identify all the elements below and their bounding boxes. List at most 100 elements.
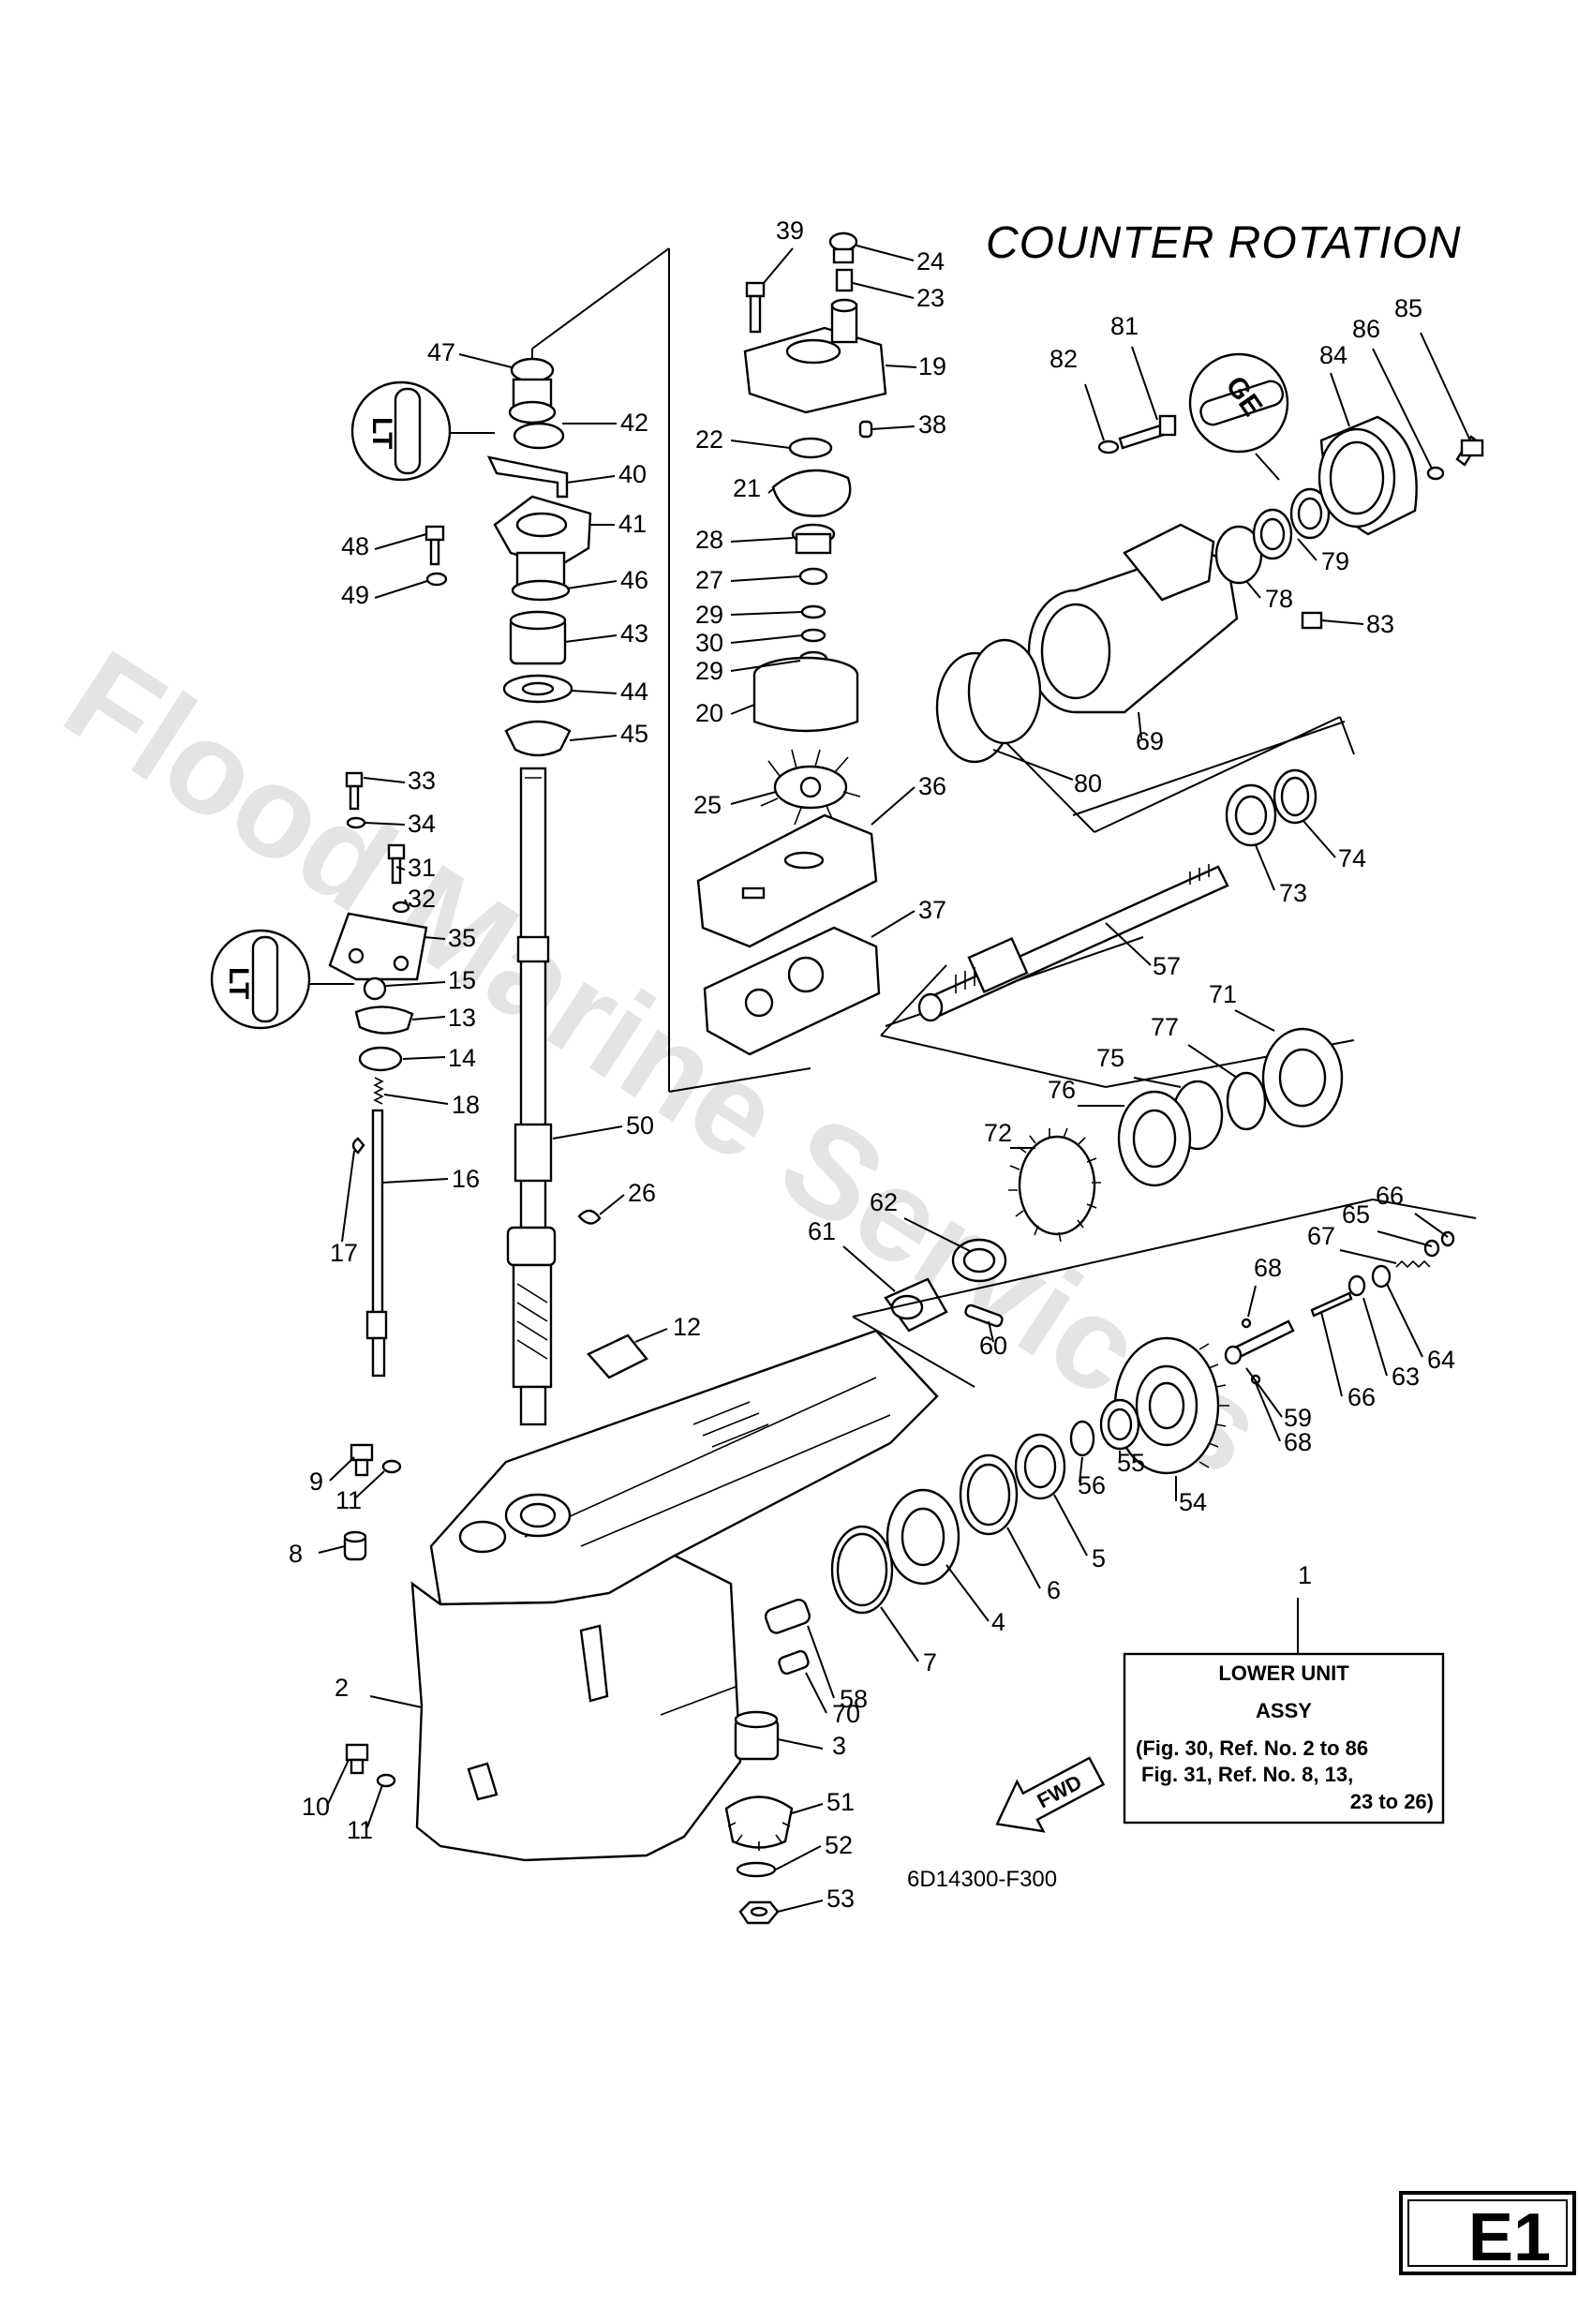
callout-label-50: 50 [626, 1111, 654, 1140]
callout-label-86: 86 [1352, 315, 1380, 343]
callout-leader-77 [1187, 1044, 1238, 1079]
callout-leader-29 [730, 611, 803, 616]
callout-label-5: 5 [1092, 1544, 1106, 1572]
callout-leader-46 [566, 580, 618, 589]
callout-label-49: 49 [341, 581, 369, 609]
callout-leader-26 [599, 1194, 625, 1215]
callout-label-61: 61 [808, 1217, 836, 1245]
callout-leader-80 [992, 749, 1074, 781]
callout-label-22: 22 [695, 425, 723, 454]
forward-gear-assembly [852, 1199, 1477, 1475]
callout-leader-11b [366, 1784, 383, 1828]
water-pump-assembly [696, 231, 887, 1056]
callout-leader-7 [880, 1606, 919, 1662]
callout-leader-27 [730, 575, 801, 582]
callout-label-60: 60 [979, 1332, 1007, 1360]
svg-text:LOWER UNIT: LOWER UNIT [1218, 1661, 1349, 1685]
callout-label-16: 16 [452, 1165, 480, 1193]
callout-label-64: 64 [1427, 1346, 1455, 1374]
callout-leader-31 [395, 866, 406, 871]
callout-leader-63 [1362, 1297, 1388, 1377]
callout-leader-83 [1320, 619, 1364, 625]
callout-label-72: 72 [984, 1119, 1012, 1147]
callout-leader-40 [566, 475, 616, 484]
propeller-shaft-housing [880, 414, 1484, 1088]
callout-leader-86 [1372, 348, 1433, 469]
callout-label-28: 28 [695, 526, 723, 554]
callout-leader-78 [1245, 580, 1261, 599]
callout-label-17: 17 [330, 1239, 358, 1267]
callout-leader-47 [458, 353, 513, 368]
callout-label-29: 29 [695, 601, 723, 629]
callout-label-19: 19 [918, 352, 946, 380]
callout-leader-66 [1414, 1213, 1449, 1238]
callout-leader-33 [363, 777, 406, 783]
callout-label-18: 18 [452, 1091, 480, 1119]
callout-label-79: 79 [1321, 547, 1349, 575]
callout-label-66b: 66 [1347, 1383, 1376, 1411]
callout-label-30: 30 [695, 629, 723, 657]
callout-leader-85 [1420, 332, 1470, 439]
callout-leader-35 [423, 936, 446, 940]
callout-leader-58 [807, 1625, 835, 1699]
callout-leader-12 [634, 1328, 668, 1343]
callout-label-31: 31 [408, 854, 436, 882]
callout-label-12: 12 [673, 1313, 701, 1341]
shift-rod-assembly [328, 771, 428, 1378]
callout-leader-23 [852, 282, 915, 299]
diagram-title: COUNTER ROTATION [986, 218, 1462, 268]
callout-label-3: 3 [832, 1732, 846, 1760]
callout-label-14: 14 [448, 1044, 476, 1072]
callout-label-11: 11 [335, 1486, 362, 1514]
callout-label-21: 21 [733, 474, 761, 502]
diagram-code: 6D14300-F300 [907, 1867, 1057, 1892]
callout-leader-79 [1297, 538, 1317, 561]
propeller-shaft [884, 721, 1346, 1333]
callout-label-62: 62 [870, 1188, 898, 1216]
callout-label-54: 54 [1179, 1488, 1207, 1516]
callout-leader-29b [730, 660, 801, 672]
callout-leader-34 [365, 822, 406, 826]
callout-label-8: 8 [289, 1540, 303, 1568]
callout-leader-32 [404, 899, 409, 908]
callout-label-33: 33 [408, 767, 436, 795]
callout-label-15: 15 [448, 966, 476, 994]
callout-label-10: 10 [302, 1793, 330, 1821]
callout-label-82: 82 [1050, 345, 1078, 373]
callout-leader-17 [341, 1150, 355, 1243]
callout-label-74: 74 [1338, 844, 1366, 872]
callout-leader-60 [988, 1320, 994, 1343]
callout-leader-39 [763, 247, 794, 284]
callout-leader-15 [385, 981, 446, 987]
callout-leader-5 [1053, 1494, 1088, 1557]
callout-leader-10 [327, 1759, 350, 1805]
callout-leader-6 [1006, 1527, 1041, 1589]
svg-text:(Fig. 30, Ref. No. 2 to 86: (Fig. 30, Ref. No. 2 to 86 [1136, 1736, 1368, 1760]
callout-leader-19 [885, 365, 917, 368]
svg-text:LT: LT [223, 967, 254, 999]
callout-label-46: 46 [620, 566, 648, 594]
callout-leader-8 [318, 1545, 346, 1554]
lower-case [343, 1329, 939, 1862]
callout-leader-43 [564, 634, 618, 643]
callout-label-23: 23 [916, 284, 945, 312]
callout-label-75: 75 [1096, 1044, 1124, 1072]
grease-symbol-top: LT [350, 380, 495, 482]
callout-label-1: 1 [1298, 1561, 1312, 1589]
callout-leader-70 [805, 1672, 827, 1714]
callout-leader-56 [1079, 1456, 1083, 1483]
callout-label-68b: 68 [1284, 1428, 1312, 1456]
callout-label-38: 38 [918, 410, 946, 439]
callout-leader-75 [1133, 1077, 1182, 1088]
callout-label-65: 65 [1342, 1200, 1370, 1229]
callout-label-20: 20 [695, 699, 723, 727]
callout-leader-4 [945, 1564, 990, 1622]
callout-leader-53 [777, 1899, 824, 1913]
callout-label-29b: 29 [695, 657, 723, 685]
svg-text:23 to 26): 23 to 26) [1350, 1790, 1434, 1813]
callout-leader-49 [374, 580, 428, 599]
callout-label-41: 41 [618, 510, 647, 538]
callout-leader-45 [569, 735, 618, 741]
callout-leader-82 [1084, 383, 1105, 441]
grease-symbol-right: GE [1188, 352, 1289, 481]
